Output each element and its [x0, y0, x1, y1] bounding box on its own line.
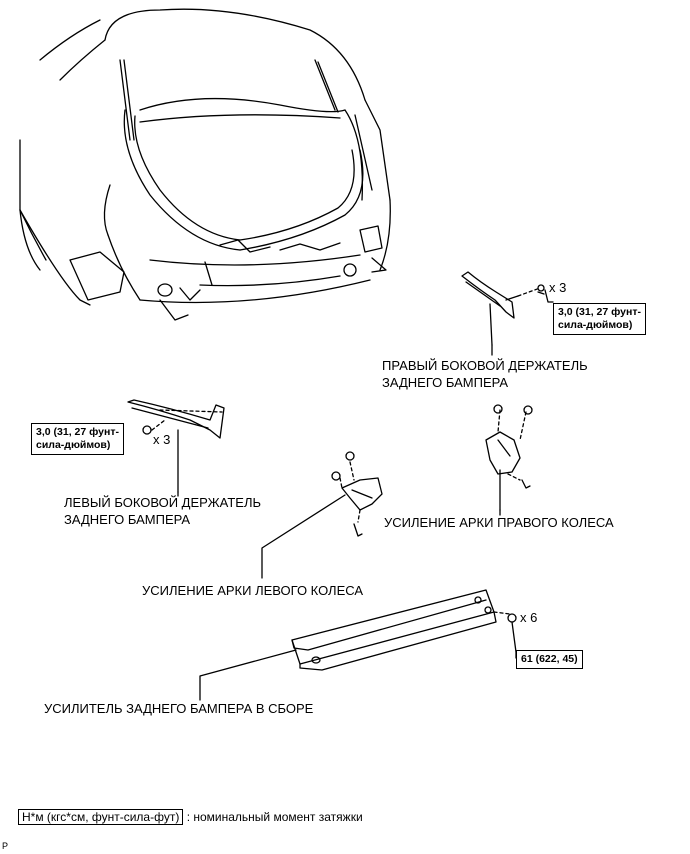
reinforcement-torque-box: 61 (622, 45) [516, 650, 583, 669]
left-arch-clip [331, 471, 341, 481]
reinforcement-nut [507, 613, 517, 623]
reinforcement-label: УСИЛИТЕЛЬ ЗАДНЕГО БАМПЕРА В СБОРЕ [44, 701, 314, 716]
left-torque-line1: 3,0 (31, 27 фунт- [36, 426, 119, 438]
left-holder-label: ЛЕВЫЙ БОКОВОЙ ДЕРЖАТЕЛЬ ЗАДНЕГО БАМПЕРА [64, 494, 261, 528]
right-holder-label-line1: ПРАВЫЙ БОКОВОЙ ДЕРЖАТЕЛЬ [382, 358, 588, 373]
bumper-reinforcement-part [199, 589, 511, 701]
left-arch-part [261, 461, 383, 579]
left-holder-qty: x 3 [153, 432, 171, 447]
right-holder-clip [537, 284, 545, 295]
right-holder-qty: x 3 [549, 280, 567, 295]
left-arch-bolt [353, 523, 363, 537]
car-rear-illustration [19, 8, 391, 321]
right-holder-torque-box: 3,0 (31, 27 фунт- сила-дюймов) [553, 303, 646, 335]
right-arch-nut-1 [493, 404, 503, 414]
left-torque-line2: сила-дюймов) [36, 439, 111, 451]
right-arch-part [485, 409, 527, 511]
left-holder-clip [142, 425, 152, 435]
right-arch-nut-2 [523, 405, 533, 415]
right-holder-label: ПРАВЫЙ БОКОВОЙ ДЕРЖАТЕЛЬ ЗАДНЕГО БАМПЕРА [382, 357, 588, 391]
left-arch-label: УСИЛЕНИЕ АРКИ ЛЕВОГО КОЛЕСА [142, 583, 364, 598]
page-code: P [2, 841, 9, 851]
left-holder-part [127, 399, 225, 493]
right-torque-line2: сила-дюймов) [558, 319, 633, 331]
left-holder-label-line2: ЗАДНЕГО БАМПЕРА [64, 512, 191, 527]
right-arch-label: УСИЛЕНИЕ АРКИ ПРАВОГО КОЛЕСА [384, 515, 614, 530]
legend-text: : номинальный момент затяжки [186, 810, 363, 824]
right-arch-bolt [521, 479, 531, 489]
torque-legend: Н*м (кгс*см, фунт-сила-фут) : номинальны… [18, 809, 363, 825]
left-holder-torque-box: 3,0 (31, 27 фунт- сила-дюймов) [31, 423, 124, 455]
left-arch-nut [345, 451, 355, 461]
right-holder-part [461, 271, 541, 346]
left-holder-label-line1: ЛЕВЫЙ БОКОВОЙ ДЕРЖАТЕЛЬ [64, 495, 262, 510]
right-holder-label-line2: ЗАДНЕГО БАМПЕРА [382, 375, 509, 390]
reinforcement-qty: x 6 [520, 610, 538, 625]
legend-key-box: Н*м (кгс*см, фунт-сила-фут) [18, 809, 184, 825]
right-torque-line1: 3,0 (31, 27 фунт- [558, 306, 641, 318]
